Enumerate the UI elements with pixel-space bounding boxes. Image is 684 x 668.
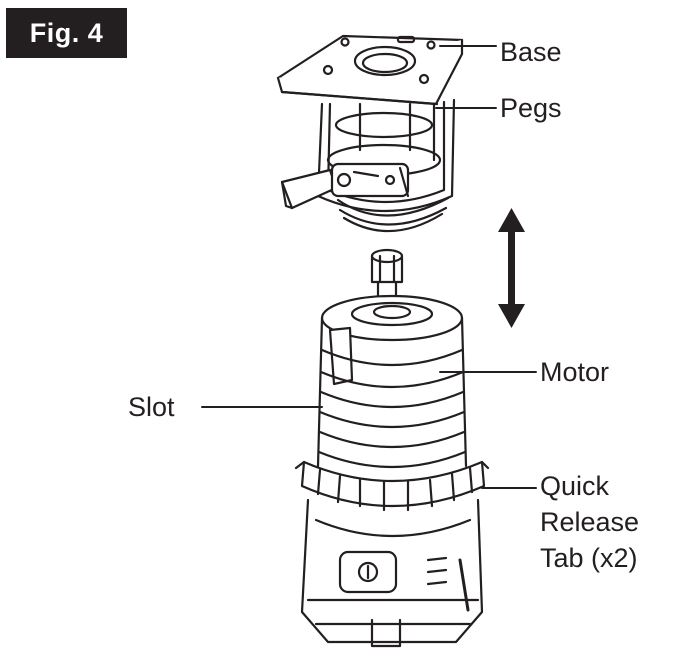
router-base — [276, 34, 464, 233]
callout-slot: Slot — [128, 392, 175, 422]
double-arrow-icon — [498, 208, 525, 328]
callout-base: Base — [500, 37, 562, 67]
callout-quick-release-line3: Tab (x2) — [540, 543, 638, 573]
callout-quick-release-line1: Quick — [540, 471, 610, 501]
callout-pegs: Pegs — [500, 93, 562, 123]
figure-label: Fig. 4 — [6, 8, 127, 58]
router-motor — [294, 248, 490, 648]
callout-quick-release-line2: Release — [540, 507, 640, 537]
callout-motor: Motor — [540, 357, 610, 387]
